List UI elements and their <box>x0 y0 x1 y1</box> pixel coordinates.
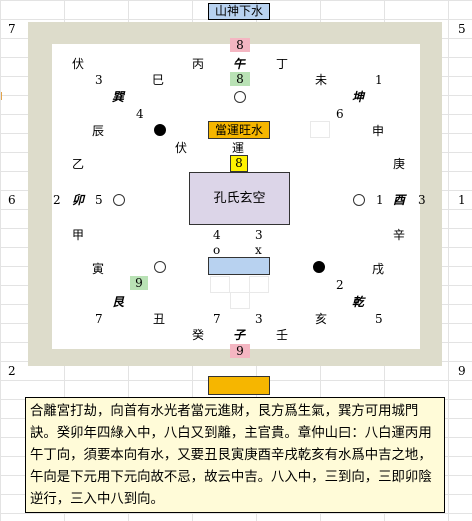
star-br-a: 2 <box>336 278 344 292</box>
star-ml-a: 2 <box>53 193 61 207</box>
mountain-shen: 申 <box>372 124 385 138</box>
row-marker <box>1 92 2 100</box>
mountain-kun: 坤 <box>352 90 365 104</box>
mountain-yin: 寅 <box>92 262 105 276</box>
star-tl-a: 3 <box>95 73 103 87</box>
star-bl-b: 7 <box>95 312 103 326</box>
mountain-wu: 午 <box>233 57 246 71</box>
star-center-b: 3 <box>255 228 263 242</box>
empty-box-b2 <box>249 276 269 293</box>
empty-box-tr <box>310 121 330 138</box>
bottom-water-star: 9 <box>230 344 250 358</box>
chart-title: 山神下水 <box>208 3 270 20</box>
white-dot-ml <box>113 194 125 206</box>
empty-box-b3 <box>230 292 250 309</box>
fu-symbol: 伏 <box>72 57 85 71</box>
black-dot-br <box>313 261 325 273</box>
corner-number-top-right: 5 <box>458 22 466 36</box>
white-dot-top <box>234 91 246 103</box>
corner-number-bottom-right: 9 <box>458 364 466 378</box>
mountain-wei: 未 <box>315 73 328 87</box>
white-dot-mr <box>353 194 365 206</box>
star-center-a: 4 <box>213 228 221 242</box>
mountain-ren: 壬 <box>276 328 289 342</box>
fu-center: 伏 <box>175 141 188 155</box>
corner-number-mid-left: 6 <box>8 193 16 207</box>
marker-o: o <box>213 243 221 257</box>
empty-box-b1 <box>210 276 230 293</box>
star-br-b: 5 <box>375 312 383 326</box>
top-water-star: 8 <box>230 72 250 86</box>
center-box: 孔氏玄空 <box>189 172 290 225</box>
note-text: 合離宮打劫，向首有水光者當元進財，艮方爲生氣，巽方可用城門訣。癸卯年四綠入中，八… <box>25 397 445 513</box>
star-tr-a: 1 <box>375 73 383 87</box>
mountain-jia: 甲 <box>72 228 85 242</box>
blue-bar <box>208 257 270 275</box>
mountain-xu: 戌 <box>372 262 385 276</box>
center-sub: 運 <box>232 141 245 155</box>
marker-x: x <box>255 243 262 257</box>
mountain-qian: 乾 <box>352 295 365 309</box>
mountain-bing: 丙 <box>192 57 205 71</box>
orange-bar-bottom <box>208 376 270 395</box>
mountain-yi: 乙 <box>72 157 85 171</box>
mountain-mao: 卯 <box>72 193 85 207</box>
mountain-xin: 辛 <box>393 228 406 242</box>
white-dot-bl <box>154 261 166 273</box>
corner-number-top-left: 7 <box>8 22 16 36</box>
mountain-xun: 巽 <box>112 90 125 104</box>
star-b-right: 3 <box>255 312 263 326</box>
mountain-gen: 艮 <box>112 295 125 309</box>
corner-number-bottom-left: 2 <box>8 364 16 378</box>
center-num: 8 <box>230 155 248 172</box>
mountain-zi: 子 <box>233 328 246 342</box>
star-bl-a: 9 <box>130 276 148 290</box>
top-mountain-star: 8 <box>230 38 250 52</box>
star-tr-b: 6 <box>336 107 344 121</box>
mountain-chen: 辰 <box>92 124 105 138</box>
black-dot-tl <box>154 124 166 136</box>
star-mr-b: 3 <box>418 193 426 207</box>
mountain-chou: 丑 <box>153 312 166 326</box>
mountain-si: 巳 <box>152 73 165 87</box>
star-b-left: 7 <box>213 312 221 326</box>
mountain-hai: 亥 <box>315 312 328 326</box>
star-ml-b: 5 <box>95 193 103 207</box>
mountain-gui: 癸 <box>192 328 205 342</box>
mountain-geng: 庚 <box>393 157 406 171</box>
corner-number-mid-right: 1 <box>458 193 466 207</box>
mountain-you: 酉 <box>393 193 406 207</box>
center-label: 當運旺水 <box>208 121 270 139</box>
star-mr-a: 1 <box>376 193 384 207</box>
star-tl-b: 4 <box>136 107 144 121</box>
mountain-ding: 丁 <box>276 57 289 71</box>
